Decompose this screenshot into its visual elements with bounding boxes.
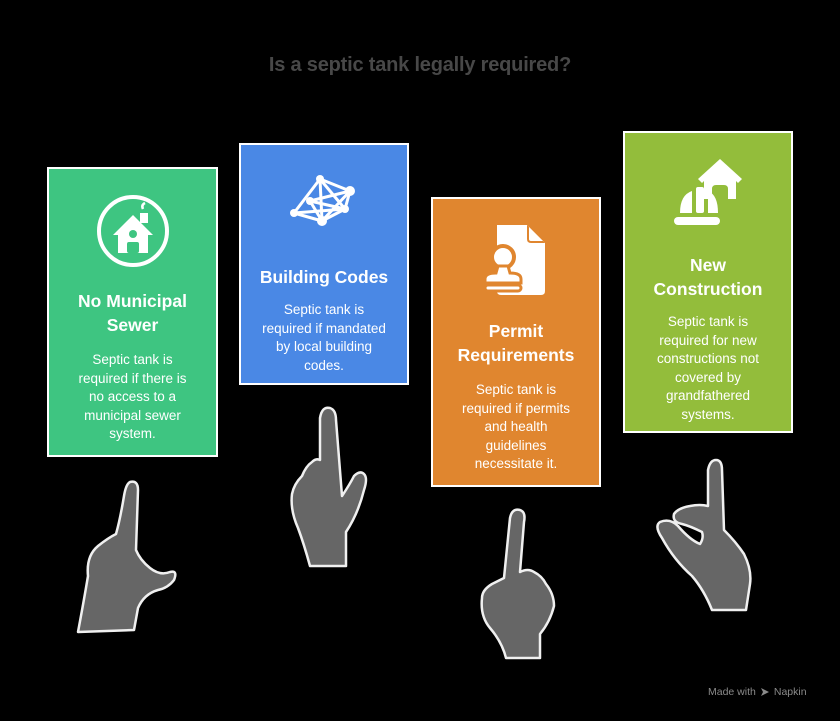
desc-line: required if permits <box>461 400 571 416</box>
card-no-municipal-sewer: No Municipal Sewer Septic tank is requir… <box>47 167 218 457</box>
pointing-hand-icon <box>480 508 556 660</box>
document-stamp-icon <box>433 221 599 297</box>
desc-line: covered by <box>674 369 742 385</box>
desc-line: Septic tank is <box>283 302 365 317</box>
desc-line: guidelines <box>485 437 547 453</box>
house-in-circle-icon <box>49 193 216 269</box>
heading-line: Permit <box>488 321 544 341</box>
desc-line: required for new <box>659 332 757 348</box>
card-new-construction: New Construction Septic tank is required… <box>623 131 793 433</box>
desc-line: by local building <box>275 339 373 354</box>
pointing-hand-icon <box>656 458 752 612</box>
desc-line: systems. <box>681 406 735 422</box>
network-mesh-icon <box>241 173 407 229</box>
heading-line: No Municipal <box>78 291 187 311</box>
card-description: Septic tank is required if permits and h… <box>443 381 589 474</box>
pointing-hand-icon <box>76 480 177 634</box>
desc-line: Septic tank is <box>475 382 557 397</box>
card-description: Septic tank is required for new construc… <box>635 313 781 424</box>
desc-line: required if there is <box>78 370 187 386</box>
heading-line: Building Codes <box>259 267 389 287</box>
desc-line: Septic tank is <box>667 314 749 329</box>
pointing-hand-icon <box>290 406 368 568</box>
made-with-label: Made with <box>708 686 756 698</box>
desc-line: no access to a <box>88 389 177 404</box>
desc-line: grandfathered <box>665 388 751 403</box>
card-building-codes: Building Codes Septic tank is required i… <box>239 143 409 385</box>
diagram-title: Is a septic tank legally required? <box>268 54 572 76</box>
card-heading: No Municipal Sewer <box>57 289 208 337</box>
desc-line: municipal sewer <box>84 407 181 423</box>
desc-line: and health <box>484 419 548 434</box>
card-description: Septic tank is required if there is no a… <box>59 351 206 444</box>
desc-line: constructions not <box>656 351 760 366</box>
desc-line: codes. <box>304 357 344 373</box>
card-heading: New Construction <box>633 253 783 301</box>
napkin-logo-icon <box>760 687 770 697</box>
brand-label: Napkin <box>773 686 807 698</box>
watermark: Made with Napkin <box>708 686 807 698</box>
desc-line: necessitate it. <box>474 456 558 471</box>
heading-line: New <box>690 255 726 275</box>
desc-line: system. <box>109 426 156 441</box>
card-heading: Building Codes <box>249 265 399 289</box>
desc-line: required if mandated <box>262 320 386 336</box>
desc-line: Septic tank is <box>92 352 173 367</box>
heading-line: Sewer <box>106 315 159 335</box>
card-heading: Permit Requirements <box>441 319 591 367</box>
heading-line: Construction <box>653 279 763 299</box>
card-description: Septic tank is required if mandated by l… <box>251 301 397 375</box>
heading-line: Requirements <box>457 345 575 365</box>
card-permit-requirements: Permit Requirements Septic tank is requi… <box>431 197 601 487</box>
house-hardhat-icon <box>625 155 791 235</box>
